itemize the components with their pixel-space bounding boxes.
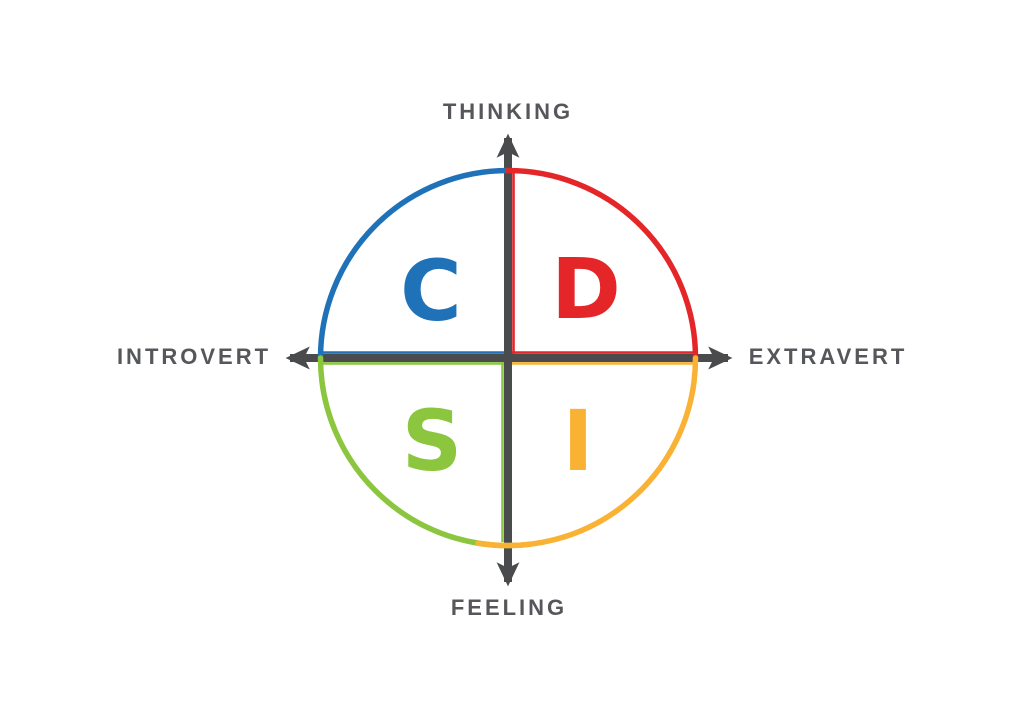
quadrant-letter-i: I xyxy=(562,392,594,490)
axis-label-introvert: INTROVERT xyxy=(116,344,272,369)
quadrant-letter-c: C xyxy=(400,242,462,340)
blue-arc-top-left xyxy=(317,167,511,361)
axis-label-extravert: EXTRAVERT xyxy=(748,344,908,369)
axis-label-feeling: FEELING xyxy=(450,595,568,620)
yellow-arc-bottom-right xyxy=(475,355,699,549)
red-arc-top-right xyxy=(505,167,699,361)
quadrant-letter-s: S xyxy=(401,392,463,490)
axis-label-thinking: THINKING xyxy=(442,99,574,124)
quadrant-letter-d: D xyxy=(551,240,621,338)
